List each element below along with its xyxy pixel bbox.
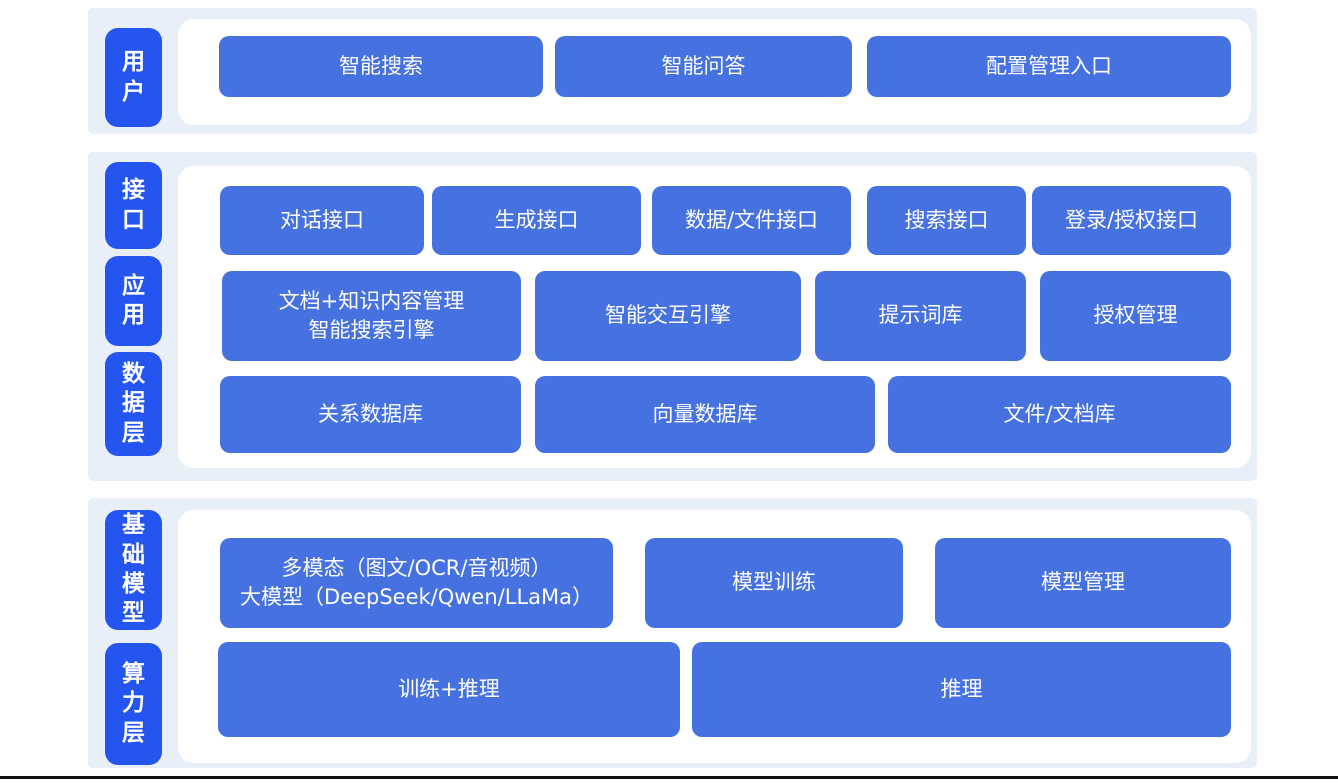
node-doc-knowledge-search-engine: 文档+知识内容管理 智能搜索引擎 bbox=[222, 271, 521, 361]
bottom-divider bbox=[0, 776, 1338, 779]
layer-label-interface-text: 接口 bbox=[122, 177, 145, 233]
node-prompt-library: 提示词库 bbox=[815, 271, 1026, 361]
node-relational-db: 关系数据库 bbox=[220, 376, 521, 453]
node-model-training: 模型训练 bbox=[645, 538, 903, 628]
layer-label-user-text: 用户 bbox=[122, 49, 145, 105]
node-multimodal-llm: 多模态（图文/OCR/音视频） 大模型（DeepSeek/Qwen/LLaMa） bbox=[220, 538, 613, 628]
node-search-api: 搜索接口 bbox=[867, 186, 1026, 255]
node-file-doc-store: 文件/文档库 bbox=[888, 376, 1231, 453]
layer-label-data: 数据层 bbox=[105, 352, 162, 456]
node-login-auth-api-label: 登录/授权接口 bbox=[1064, 207, 1199, 232]
node-multimodal-llm-line2: 大模型（DeepSeek/Qwen/LLaMa） bbox=[239, 585, 593, 609]
node-generation-api-label: 生成接口 bbox=[494, 207, 579, 232]
node-generation-api: 生成接口 bbox=[432, 186, 641, 255]
node-auth-management-label: 授权管理 bbox=[1093, 303, 1178, 328]
node-training-plus-inference-label: 训练+推理 bbox=[398, 676, 500, 701]
node-model-training-label: 模型训练 bbox=[732, 570, 816, 595]
node-interaction-engine-label: 智能交互引擎 bbox=[605, 303, 731, 328]
node-search-api-label: 搜索接口 bbox=[904, 207, 989, 232]
layer-label-application: 应用 bbox=[105, 256, 162, 346]
node-vector-db: 向量数据库 bbox=[535, 376, 875, 453]
node-inference: 推理 bbox=[692, 642, 1231, 737]
layer-label-user: 用户 bbox=[105, 28, 162, 127]
node-smart-search: 智能搜索 bbox=[219, 36, 543, 97]
node-dialog-api-label: 对话接口 bbox=[280, 207, 364, 232]
node-config-management-entry-label: 配置管理入口 bbox=[986, 53, 1112, 78]
node-training-plus-inference: 训练+推理 bbox=[218, 642, 680, 737]
node-prompt-library-label: 提示词库 bbox=[878, 303, 963, 328]
layer-label-foundation-model: 基础模型 bbox=[105, 510, 162, 630]
node-auth-management: 授权管理 bbox=[1040, 271, 1231, 361]
node-data-file-api: 数据/文件接口 bbox=[652, 186, 851, 255]
layer-label-interface: 接口 bbox=[105, 162, 162, 249]
node-smart-qa: 智能问答 bbox=[555, 36, 852, 97]
node-vector-db-label: 向量数据库 bbox=[652, 401, 758, 426]
node-smart-qa-label: 智能问答 bbox=[661, 53, 746, 78]
node-doc-knowledge-search-engine-line2: 智能搜索引擎 bbox=[308, 318, 435, 342]
node-dialog-api: 对话接口 bbox=[220, 186, 424, 255]
node-data-file-api-label: 数据/文件接口 bbox=[684, 207, 819, 232]
layer-label-compute: 算力层 bbox=[105, 643, 162, 765]
node-login-auth-api: 登录/授权接口 bbox=[1032, 186, 1231, 255]
node-interaction-engine: 智能交互引擎 bbox=[535, 271, 801, 361]
node-multimodal-llm-line1: 多模态（图文/OCR/音视频） bbox=[281, 555, 552, 580]
layer-label-data-text: 数据层 bbox=[122, 360, 145, 446]
node-model-management: 模型管理 bbox=[935, 538, 1231, 628]
node-config-management-entry: 配置管理入口 bbox=[867, 36, 1231, 97]
node-smart-search-label: 智能搜索 bbox=[339, 53, 423, 78]
layer-label-application-text: 应用 bbox=[122, 272, 145, 328]
node-inference-label: 推理 bbox=[940, 676, 983, 701]
node-model-management-label: 模型管理 bbox=[1041, 570, 1125, 595]
node-doc-knowledge-search-engine-line1: 文档+知识内容管理 bbox=[278, 288, 465, 313]
layer-label-foundation-model-text: 基础模型 bbox=[122, 512, 145, 627]
node-file-doc-store-label: 文件/文档库 bbox=[1003, 401, 1116, 426]
node-relational-db-label: 关系数据库 bbox=[318, 401, 423, 426]
layer-label-compute-text: 算力层 bbox=[122, 660, 145, 746]
